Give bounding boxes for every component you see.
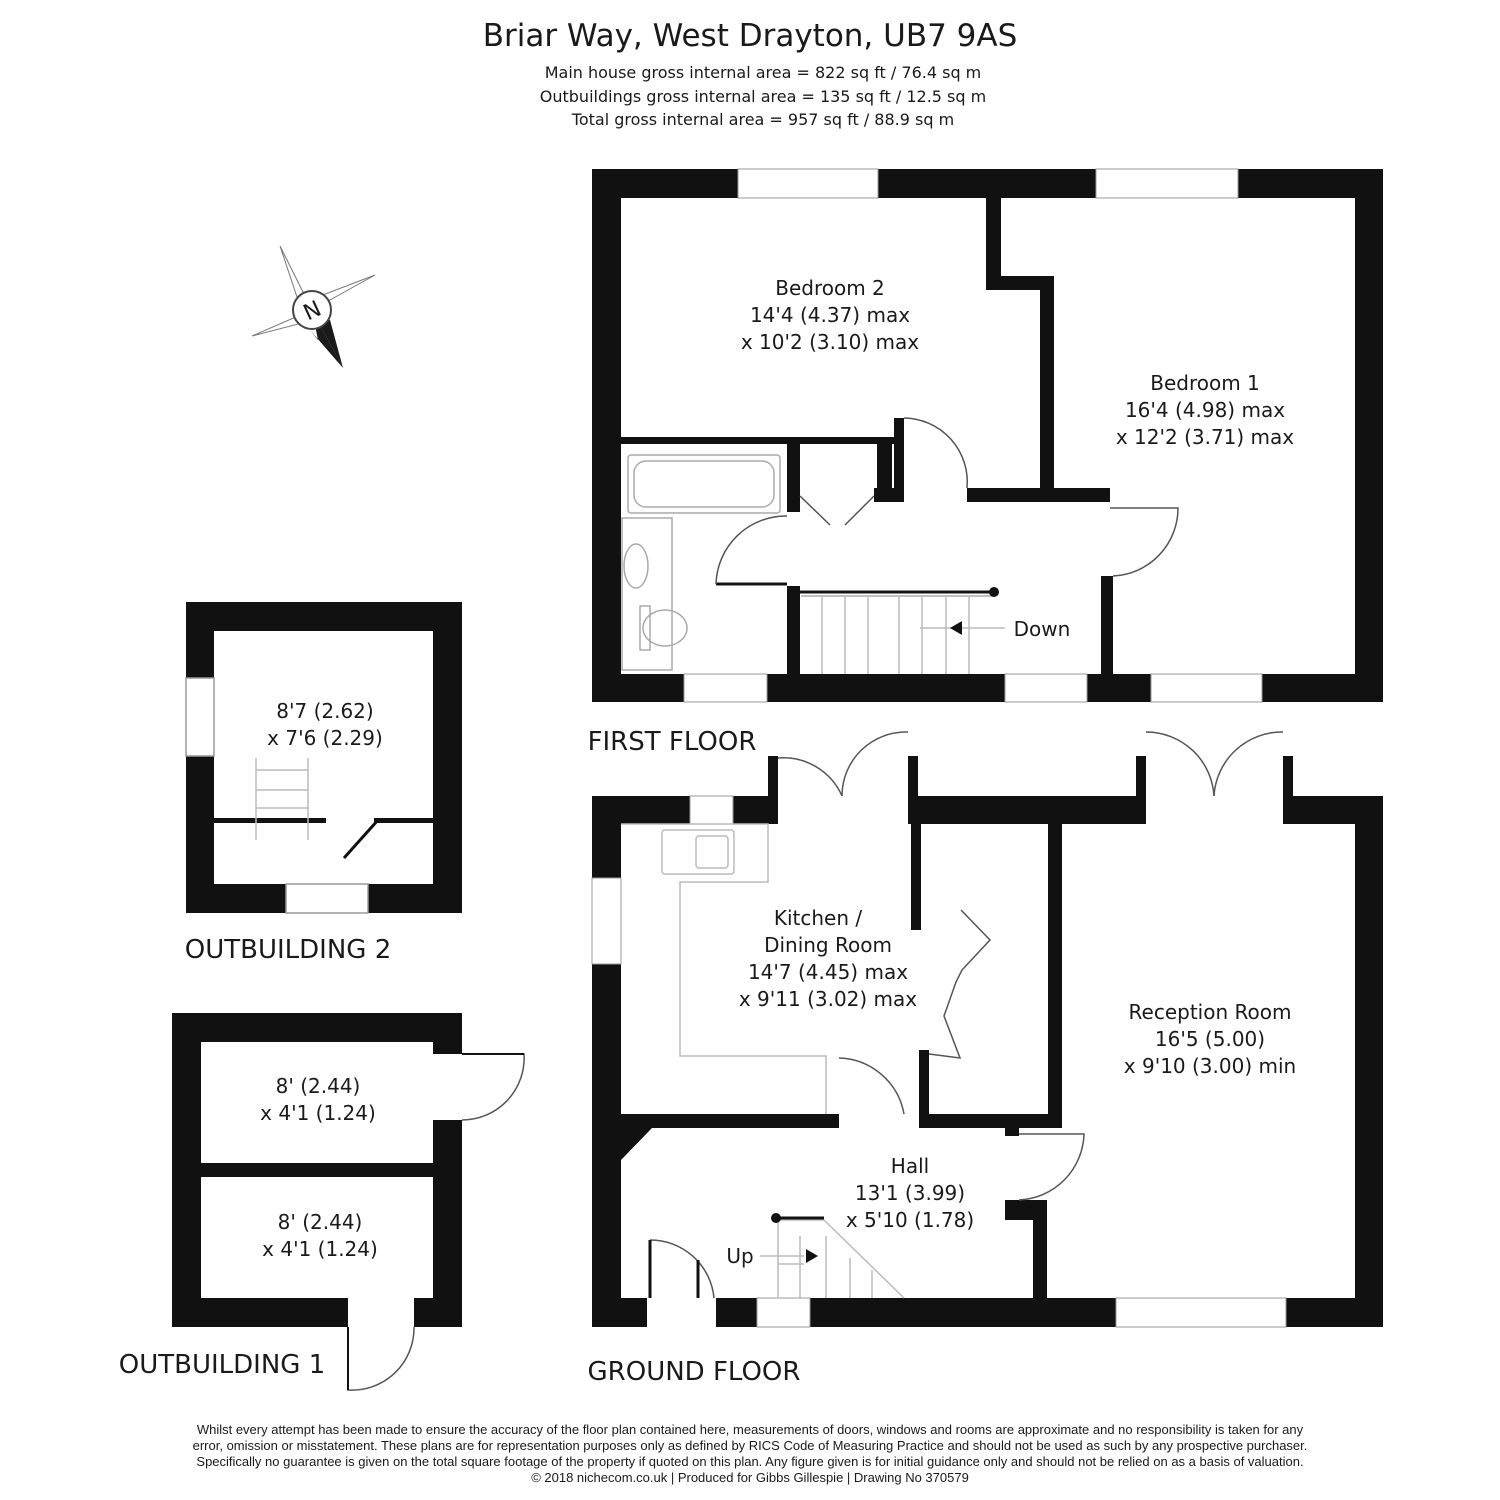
first-floor-plan (592, 169, 1383, 702)
bedroom-1-name: Bedroom 1 (1150, 371, 1260, 395)
outbuilding-2-label: OUTBUILDING 2 (185, 935, 392, 965)
main-house-area: Main house gross internal area = 822 sq … (544, 63, 982, 82)
reception-dim2: x 9'10 (3.00) min (1124, 1054, 1296, 1078)
outbuilding-1-label: OUTBUILDING 1 (119, 1350, 326, 1380)
kitchen-name-1: Kitchen / (774, 906, 863, 930)
outbuilding-1-doors (347, 1053, 525, 1391)
kitchen-name-2: Dining Room (764, 933, 892, 957)
page-title: Briar Way, West Drayton, UB7 9AS (482, 18, 1018, 54)
bedroom-2-name: Bedroom 2 (775, 276, 885, 300)
reception-dim1: 16'5 (5.00) (1155, 1027, 1265, 1051)
bedroom-2-dim1: 14'4 (4.37) max (750, 303, 910, 327)
ground-floor-windows (591, 795, 1287, 1328)
total-area: Total gross internal area = 957 sq ft / … (571, 110, 955, 129)
kitchen-dim2: x 9'11 (3.02) max (739, 987, 917, 1011)
stairs-down-label: Down (1014, 617, 1071, 641)
outbuilding-1-bottom-dim2: x 4'1 (1.24) (262, 1237, 378, 1261)
floor-plan: N (119, 168, 1383, 1391)
ground-floor-plan (592, 756, 1383, 1327)
disclaimer-line: Whilst every attempt has been made to en… (196, 1422, 1304, 1437)
ground-floor-fixtures (621, 823, 905, 1299)
reception-name: Reception Room (1129, 1000, 1292, 1024)
stairs-up-label: Up (726, 1244, 753, 1268)
first-floor-fixtures (621, 454, 994, 674)
hall-dim1: 13'1 (3.99) (855, 1181, 965, 1205)
outbuilding-2-plan (186, 602, 462, 913)
first-floor-doors (715, 417, 1179, 635)
outbuilding-1-top-dim1: 8' (2.44) (276, 1074, 361, 1098)
first-floor-windows (683, 168, 1263, 703)
ground-floor-label: GROUND FLOOR (588, 1357, 801, 1387)
kitchen-dim1: 14'7 (4.45) max (748, 960, 908, 984)
bedroom-2-dim2: x 10'2 (3.10) max (741, 330, 919, 354)
outbuilding-2-dim2: x 7'6 (2.29) (267, 726, 383, 750)
outbuilding-1-top-dim2: x 4'1 (1.24) (260, 1101, 376, 1125)
bedroom-1-dim2: x 12'2 (3.71) max (1116, 425, 1294, 449)
disclaimer: Whilst every attempt has been made to en… (80, 1422, 1420, 1486)
outbuildings-area: Outbuildings gross internal area = 135 s… (539, 87, 987, 106)
ground-floor-doors (648, 731, 1284, 1299)
outbuilding-1-bottom-dim1: 8' (2.44) (278, 1210, 363, 1234)
disclaimer-line: Specifically no guarantee is given on th… (196, 1454, 1304, 1469)
hall-dim2: x 5'10 (1.78) (846, 1208, 974, 1232)
first-floor-label: FIRST FLOOR (588, 727, 757, 757)
copyright-line: © 2018 nichecom.co.uk | Produced for Gib… (531, 1470, 969, 1485)
disclaimer-line: error, omission or misstatement. These p… (192, 1438, 1308, 1453)
bedroom-1-dim1: 16'4 (4.98) max (1125, 398, 1285, 422)
compass: N (251, 245, 376, 368)
outbuilding-2-fixtures (185, 677, 380, 914)
outbuilding-1-plan (172, 1013, 462, 1327)
hall-name: Hall (891, 1154, 929, 1178)
outbuilding-2-dim1: 8'7 (2.62) (276, 699, 373, 723)
